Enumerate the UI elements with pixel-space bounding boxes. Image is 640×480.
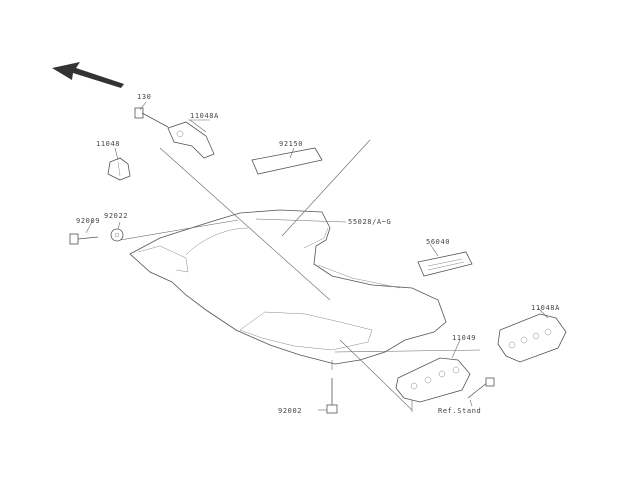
label-ref-stand: Ref.Stand [438, 407, 481, 415]
label-11048: 11048 [96, 140, 120, 148]
washer-92022 [110, 228, 124, 242]
bolt-92009 [69, 233, 99, 245]
leader-lines [85, 101, 549, 412]
label-92022: 92022 [104, 212, 128, 220]
clip-11048 [107, 157, 131, 181]
bracket-11048a-right [497, 313, 567, 363]
bolt-92002 [326, 378, 338, 414]
label-56040: 56040 [426, 238, 450, 246]
label-11048a-top: 11048A [190, 112, 219, 120]
bracket-11048a-top [167, 121, 215, 159]
label-92009: 92009 [76, 217, 100, 225]
cover-55028 [129, 209, 447, 365]
label-11049: 11049 [452, 334, 476, 342]
bolt-130 [134, 107, 169, 128]
label-55028: 55028/A~G [348, 218, 391, 226]
label-plate-56040 [417, 251, 473, 277]
label-plate-92150 [251, 147, 323, 175]
label-92002: 92002 [278, 407, 302, 415]
label-130: 130 [137, 93, 151, 101]
front-direction-arrow-icon [52, 62, 124, 88]
ref-stand-bolt [467, 377, 495, 399]
label-92150: 92150 [279, 140, 303, 148]
label-11048a-right: 11048A [531, 304, 560, 312]
bracket-11049 [395, 357, 471, 403]
